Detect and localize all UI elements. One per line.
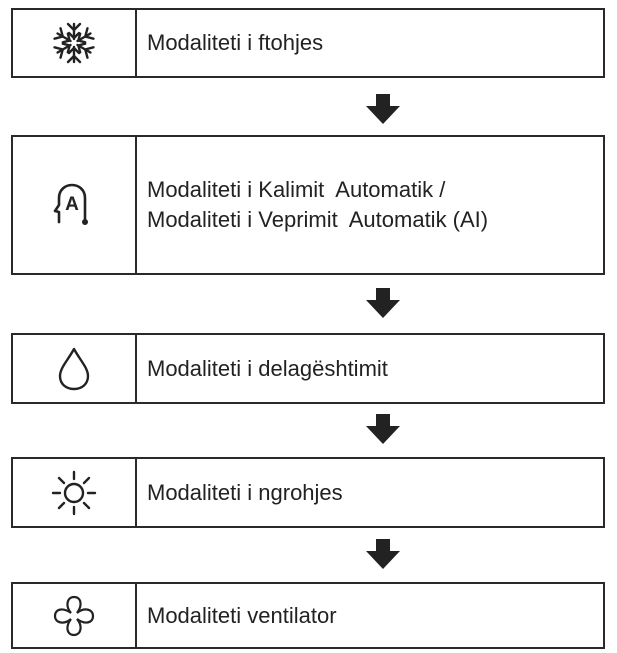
mode-label-line: Modaliteti i Veprimit Automatik (AI) [147,207,489,232]
auto-mode-icon: A [53,183,88,225]
down-arrow-icon [366,414,400,444]
down-arrow-icon [366,94,400,124]
down-arrow-icon [366,539,400,569]
mode-label-line: Modaliteti i ngrohjes [147,479,343,505]
mode-label: Modaliteti i ftohjes [147,10,595,76]
mode-label-line: Modaliteti i delagështimit [147,355,388,381]
mode-box-dry: Modaliteti i delagështimit [11,333,605,404]
water-drop-icon [58,347,90,390]
mode-icon-cell [13,459,137,526]
mode-box-auto: A Modaliteti i Kalimit Automatik / Modal… [11,135,605,275]
mode-label: Modaliteti ventilator [147,584,595,647]
snowflake-icon [53,22,95,64]
mode-icon-cell [13,10,137,76]
down-arrow-icon [366,288,400,318]
mode-label-line: Modaliteti i Kalimit Automatik / [147,177,446,202]
mode-label-line: Modaliteti i ftohjes [147,30,324,55]
fan-icon [53,595,95,636]
mode-label-line: Modaliteti ventilator [147,602,337,628]
mode-label: Modaliteti i Kalimit Automatik / Modalit… [147,137,595,273]
sun-icon [51,470,97,515]
mode-icon-cell [13,335,137,402]
mode-icon-cell: A [13,137,137,273]
mode-box-heating: Modaliteti i ngrohjes [11,457,605,528]
mode-box-cooling: Modaliteti i ftohjes [11,8,605,78]
mode-label: Modaliteti i delagështimit [147,335,595,402]
mode-box-fan: Modaliteti ventilator [11,582,605,649]
mode-label: Modaliteti i ngrohjes [147,459,595,526]
auto-icon-letter: A [65,194,79,215]
mode-icon-cell [13,584,137,647]
